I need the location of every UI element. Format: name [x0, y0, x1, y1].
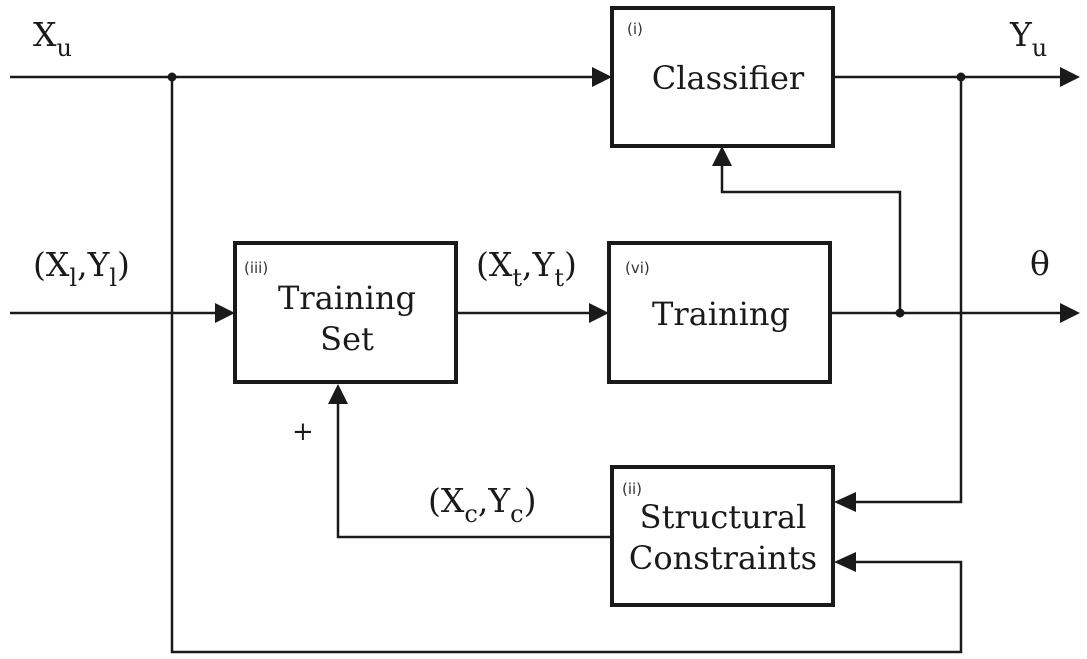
arrowhead-xu-into-constraints: [834, 552, 856, 572]
signal-yl-sub: l: [109, 264, 117, 292]
xu-feedback-line: [170, 77, 963, 654]
training-set-label-line-1: Training: [278, 279, 416, 317]
signal-yt-main: Y: [532, 245, 556, 284]
arrowhead-up-into-training-set: [328, 384, 348, 404]
comma: ,: [77, 245, 88, 284]
signal-yc-main: Y: [487, 481, 511, 520]
paren-close: ): [524, 481, 537, 520]
signal-xt-sub: t: [512, 264, 522, 292]
training-tag: (vi): [625, 259, 650, 277]
arrowhead-yu-output: [1060, 67, 1080, 87]
signal-training-data-label: (Xt,Yt): [476, 245, 577, 292]
signal-yt-sub: t: [554, 264, 564, 292]
signal-yu-sub: u: [1032, 34, 1047, 62]
structural-constraints-label-line-2: Constraints: [629, 539, 817, 577]
arrowhead-up-into-classifier: [712, 146, 732, 166]
paren-open: (: [33, 245, 46, 284]
arrowhead-into-training: [589, 303, 609, 323]
constraints-feedback-line: [336, 402, 610, 539]
structural-constraints-label-line-1: Structural: [640, 498, 807, 536]
signal-labeled-data-label: (Xl,Yl): [33, 245, 130, 292]
classifier-label: Classifier: [652, 59, 805, 97]
arrowhead-theta-output: [1060, 303, 1080, 323]
classifier-block: (i) Classifier: [610, 6, 835, 148]
arrowhead-into-training-set: [215, 303, 235, 323]
signal-xu-main: X: [33, 15, 57, 54]
training-label: Training: [652, 295, 790, 333]
signal-xt-main: X: [489, 245, 513, 284]
structural-constraints-block: (ii) Structural Constraints: [610, 465, 835, 607]
training-set-tag: (iii): [244, 259, 268, 277]
paren-open: (: [476, 245, 489, 284]
signal-yl-main: Y: [87, 245, 111, 284]
signal-yc-sub: c: [510, 500, 523, 528]
arrowhead-into-classifier: [592, 67, 612, 87]
theta-feedback-line: [720, 166, 902, 313]
yu-feedback-line: [856, 77, 963, 504]
comma: ,: [478, 481, 489, 520]
structural-constraints-tag: (ii): [622, 480, 642, 498]
signal-constraint-data-label: (Xc,Yc): [428, 481, 536, 528]
plus-sign: +: [292, 417, 314, 447]
paren-close: ): [117, 245, 130, 284]
training-set-label-line-2: Set: [320, 320, 374, 358]
signal-xc-main: X: [441, 481, 465, 520]
classifier-tag: (i): [627, 20, 643, 38]
paren-open: (: [428, 481, 441, 520]
theta-junction-node: [895, 308, 905, 318]
signal-xu-label: Xu: [33, 15, 72, 62]
signal-theta-label: θ: [1030, 244, 1050, 283]
yu-junction-node: [956, 72, 966, 82]
arrowhead-yu-into-constraints: [834, 492, 856, 512]
training-block: (vi) Training: [607, 241, 832, 384]
signal-xl-main: X: [46, 245, 70, 284]
signal-xc-sub: c: [464, 500, 477, 528]
signal-xl-sub: l: [69, 264, 77, 292]
paren-close: ): [564, 245, 577, 284]
signal-yu-label: Yu: [1009, 15, 1047, 62]
signal-yu-main: Y: [1009, 15, 1033, 54]
xu-junction-node: [167, 72, 177, 82]
training-set-block: (iii) Training Set: [233, 241, 458, 384]
signal-xu-sub: u: [57, 34, 72, 62]
comma: ,: [522, 245, 533, 284]
